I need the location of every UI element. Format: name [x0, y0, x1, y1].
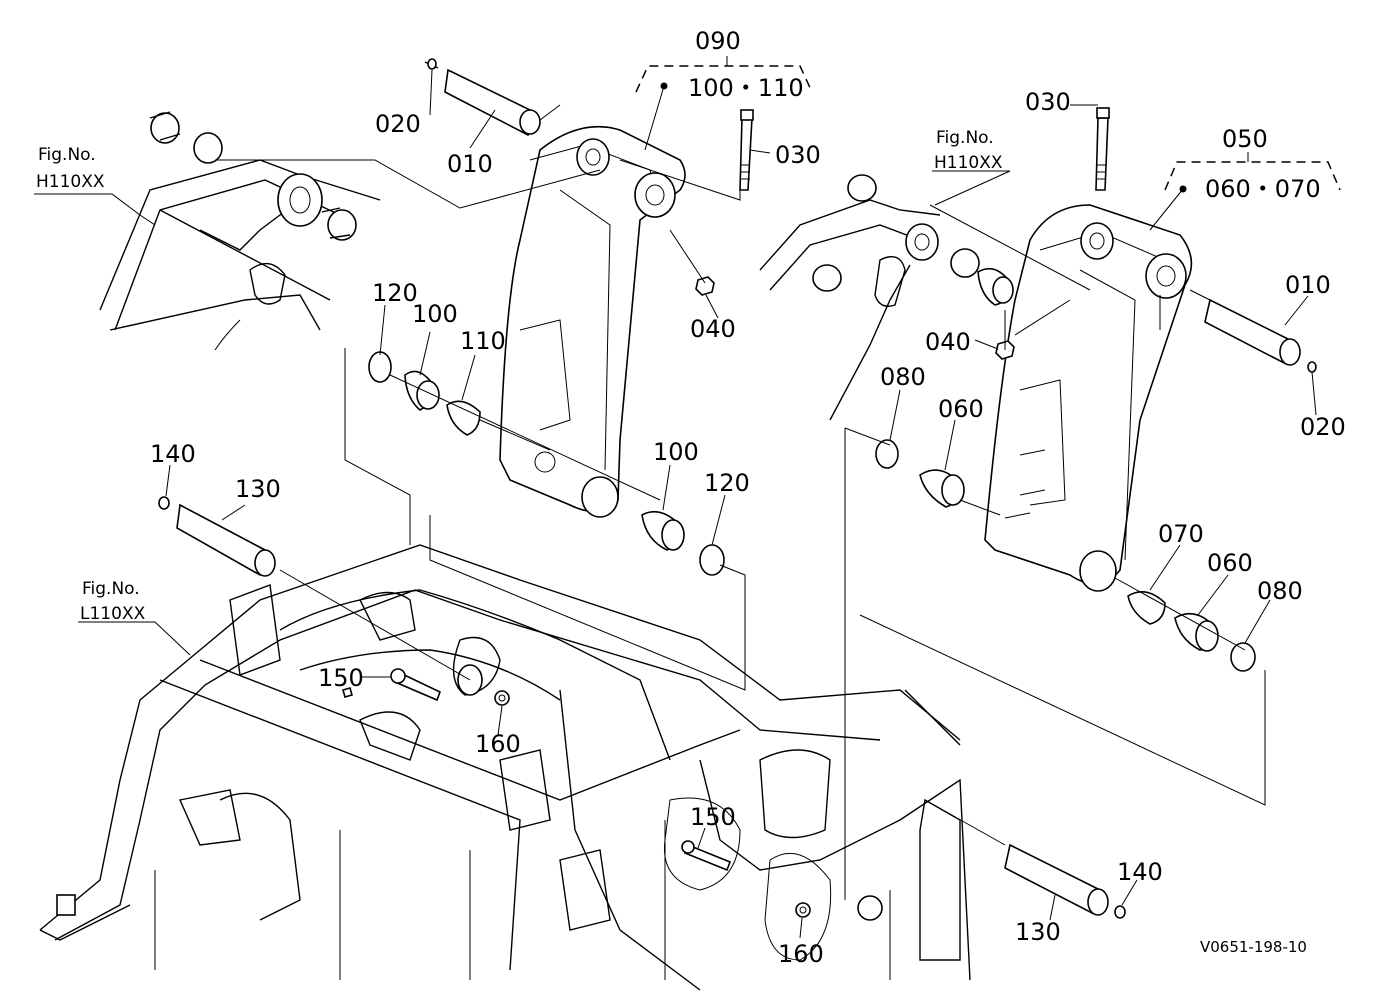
label-060-upper: 060	[938, 395, 984, 423]
figref-l110-lines	[78, 621, 191, 656]
figref-h110-left-title: Fig.No.	[38, 145, 96, 165]
label-100-110: 100・110	[688, 74, 804, 102]
figref-h110-left-code: H110XX	[36, 172, 105, 192]
label-140-left: 140	[150, 440, 196, 468]
label-080-upper: 080	[880, 363, 926, 391]
bolt-150-left	[342, 668, 442, 702]
label-010-right: 010	[1285, 271, 1331, 299]
label-160-left: 160	[475, 730, 521, 758]
figref-l110-code: L110XX	[80, 604, 146, 624]
label-100-left: 100	[412, 300, 458, 328]
leader-lines	[215, 104, 1266, 900]
label-130-right: 130	[1015, 918, 1061, 946]
figref-h110-right-lines	[932, 170, 1011, 206]
figref-h110-right-code: H110XX	[934, 153, 1003, 173]
nut-160-left	[494, 690, 510, 706]
pin-010-left	[424, 58, 541, 136]
figref-l110-title: Fig.No.	[82, 579, 140, 599]
figref-h110-left-lines	[34, 193, 156, 226]
diagram-code: V0651-198-10	[1200, 938, 1307, 956]
right-arm-frame	[759, 174, 941, 421]
label-060-070: 060・070	[1205, 175, 1321, 203]
label-030-right: 030	[1025, 88, 1071, 116]
label-120-left: 120	[372, 279, 418, 307]
label-020-left: 020	[375, 110, 421, 138]
figure-references: Fig.No. H110XX Fig.No. H110XX Fig.No. L1…	[36, 128, 1003, 624]
left-lift-arm	[499, 125, 686, 518]
label-090: 090	[695, 27, 741, 55]
nut-160-right	[795, 902, 811, 918]
left-arm-frame	[99, 159, 381, 351]
bolt-150-right	[681, 840, 732, 872]
label-150-right: 150	[690, 803, 736, 831]
group-090-bracket	[635, 56, 813, 151]
label-leaders	[165, 69, 1317, 939]
main-chassis-frame	[39, 544, 971, 991]
label-100-right-of-arm: 100	[653, 438, 699, 466]
right-lift-arm	[984, 204, 1193, 592]
figref-h110-right-title: Fig.No.	[936, 128, 994, 148]
label-070: 070	[1158, 520, 1204, 548]
pin-130-left	[158, 496, 276, 577]
group-050-bracket	[1149, 152, 1341, 231]
pin-130-right	[1004, 843, 1126, 919]
label-010-left: 010	[447, 150, 493, 178]
label-130-left: 130	[235, 475, 281, 503]
bushing-set-right	[950, 248, 1014, 306]
bolt-030-right	[1095, 107, 1110, 191]
label-110: 110	[460, 327, 506, 355]
label-080-lower: 080	[1257, 577, 1303, 605]
bushing-stack-left	[368, 351, 725, 576]
label-140-right: 140	[1117, 858, 1163, 886]
label-030-left: 030	[775, 141, 821, 169]
bushing-stack-right	[875, 439, 1256, 672]
bushing-set-left	[149, 111, 357, 241]
label-150-left: 150	[318, 664, 364, 692]
label-060-lower: 060	[1207, 549, 1253, 577]
nut-040-left	[695, 276, 715, 296]
label-040-right: 040	[925, 328, 971, 356]
part-labels: 020 010 090 100・110 030 040 120 100 110 …	[150, 27, 1346, 968]
label-120-right-of-arm: 120	[704, 469, 750, 497]
pin-010-right	[1204, 298, 1317, 373]
label-050: 050	[1222, 125, 1268, 153]
label-020-right: 020	[1300, 413, 1346, 441]
bolt-030-left	[739, 109, 754, 191]
label-160-right: 160	[778, 940, 824, 968]
label-040-left: 040	[690, 315, 736, 343]
